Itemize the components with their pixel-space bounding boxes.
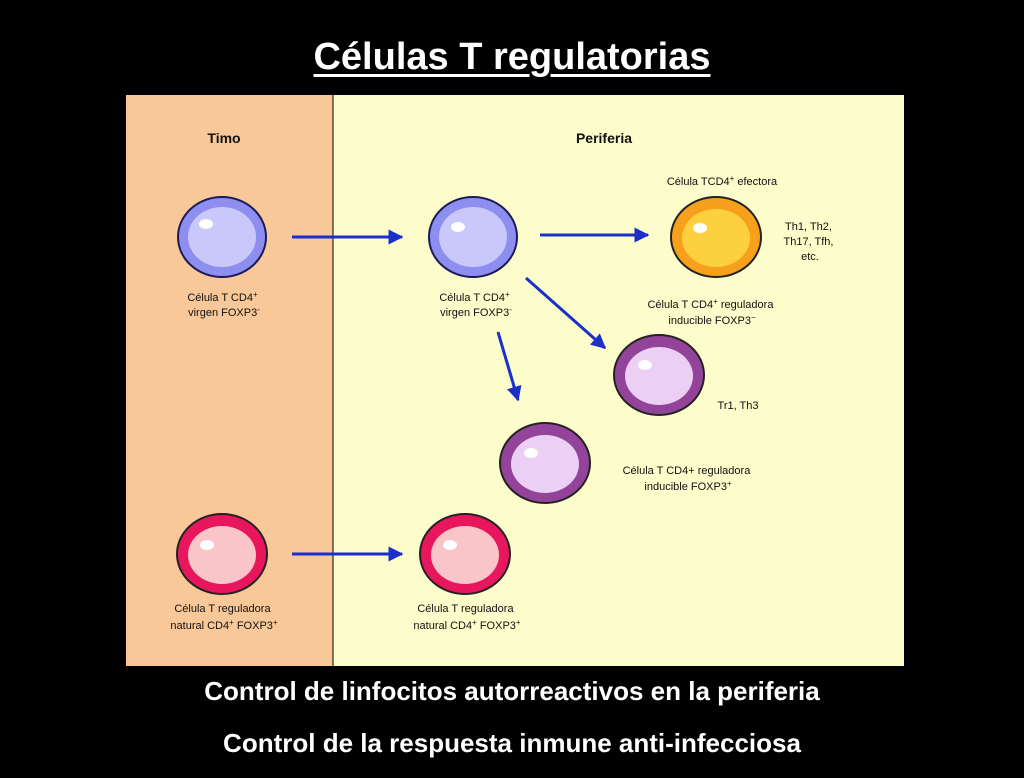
- footer-line-autoreactive: Control de linfocitos autorreactivos en …: [204, 676, 820, 706]
- cell-inducible-tr1: [613, 334, 705, 416]
- cell-thymus-naive: [177, 196, 267, 278]
- region-label-thymus: Timo: [207, 130, 240, 146]
- label-effector-header: Célula TCD4+ efectora: [667, 174, 778, 188]
- footer-line-anti-infective: Control de la respuesta inmune anti-infe…: [223, 728, 801, 758]
- arrow-naive-to-inducible-pos: [496, 331, 522, 402]
- cell-thymus-natural-treg: [176, 513, 268, 595]
- cell-inducible-foxp3-pos: [499, 422, 591, 504]
- cell-effector: [670, 196, 762, 278]
- label-periphery-natural: Célula T reguladora natural CD4+ FOXP3+: [413, 603, 521, 632]
- label-periphery-naive: Célula T CD4+ virgen FOXP3-: [439, 288, 512, 319]
- arrow-naive-to-tr1: [525, 276, 607, 350]
- label-tr1-th3: Tr1, Th3: [718, 400, 759, 412]
- cell-periphery-natural-treg: [419, 513, 511, 595]
- label-effector-subsets: Th1, Th2, Th17, Tfh, etc.: [784, 221, 837, 263]
- page-title: Células T regulatorias: [313, 36, 711, 78]
- label-thymus-natural: Célula T reguladora natural CD4+ FOXP3+: [170, 603, 278, 632]
- label-inducible-neg: Célula T CD4+ reguladora inducible FOXP3…: [647, 297, 776, 327]
- region-label-periphery: Periferia: [576, 130, 632, 146]
- cell-periphery-naive: [428, 196, 518, 278]
- label-inducible-pos: Célula T CD4+ reguladora inducible FOXP3…: [623, 465, 754, 493]
- label-thymus-naive: Célula T CD4+ virgen FOXP3-: [187, 288, 260, 319]
